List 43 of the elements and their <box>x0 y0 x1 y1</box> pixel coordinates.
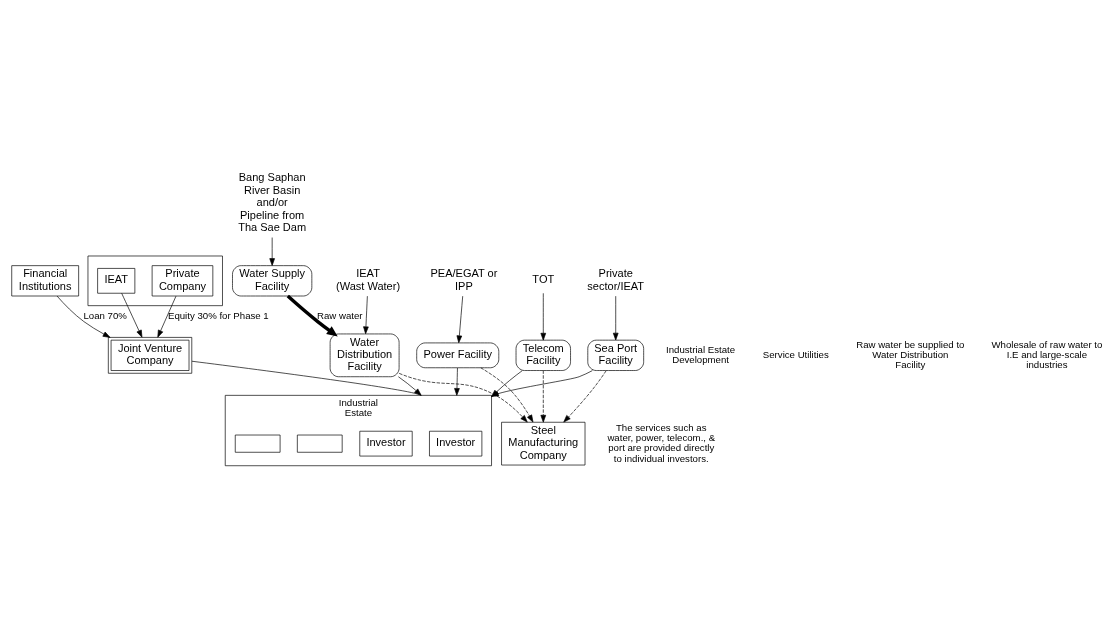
arrow <box>363 295 369 335</box>
arrow <box>612 295 619 341</box>
node-box <box>234 434 281 453</box>
edge-label: Loan 70% <box>83 309 127 321</box>
edge-label: Equity 30% for Phase 1 <box>167 309 269 321</box>
arrow <box>480 367 534 423</box>
node-box: Investor <box>359 430 413 457</box>
arrow <box>56 295 111 338</box>
node-box: Telecom Facility <box>515 339 571 371</box>
arrow <box>454 367 460 396</box>
node-text: IEAT (Wast Water) <box>336 267 401 292</box>
arrow <box>456 295 464 344</box>
label: Industrial Estate Development <box>666 343 736 366</box>
label: Service Utilities <box>762 348 829 360</box>
arrow <box>398 376 422 396</box>
edge-label: Raw water <box>317 309 363 321</box>
cluster <box>87 255 223 306</box>
node-box <box>297 434 343 453</box>
node-text: PEA/EGAT or IPP <box>430 267 498 292</box>
node-box: Power Facility <box>416 342 500 369</box>
node-text: Bang Saphan River Basin and/or Pipeline from Tha Sae Dam <box>238 171 307 234</box>
label: The services such as water, power, telecom., & port are provided directly to individual investors. <box>607 421 716 464</box>
node-box: Private Company <box>151 265 214 297</box>
arrow <box>563 370 607 423</box>
node-box: Sea Port Facility <box>587 339 644 371</box>
label: Raw water be supplied to Water Distribution Facility <box>856 338 965 371</box>
node-box: IEAT <box>97 268 136 294</box>
arrow <box>540 292 547 341</box>
node-box: Steel Manufacturing Company <box>501 421 586 466</box>
label: Wholesale of raw water to I.E and large-scale industries <box>991 338 1103 371</box>
node-box: Water Supply Facility <box>232 265 313 297</box>
node-text: Private sector/IEAT <box>587 267 645 292</box>
arrow <box>286 294 338 337</box>
node-text: TOT <box>532 273 555 286</box>
connector <box>191 360 422 396</box>
node-box: Water Distribution Facility <box>329 333 400 378</box>
arrow <box>398 373 528 423</box>
node-box: Investor <box>429 430 483 457</box>
arrow <box>540 370 547 423</box>
arrow <box>269 237 275 266</box>
node-box: Financial Institutions <box>11 265 79 297</box>
arrow <box>157 295 177 338</box>
arrow <box>121 292 143 338</box>
